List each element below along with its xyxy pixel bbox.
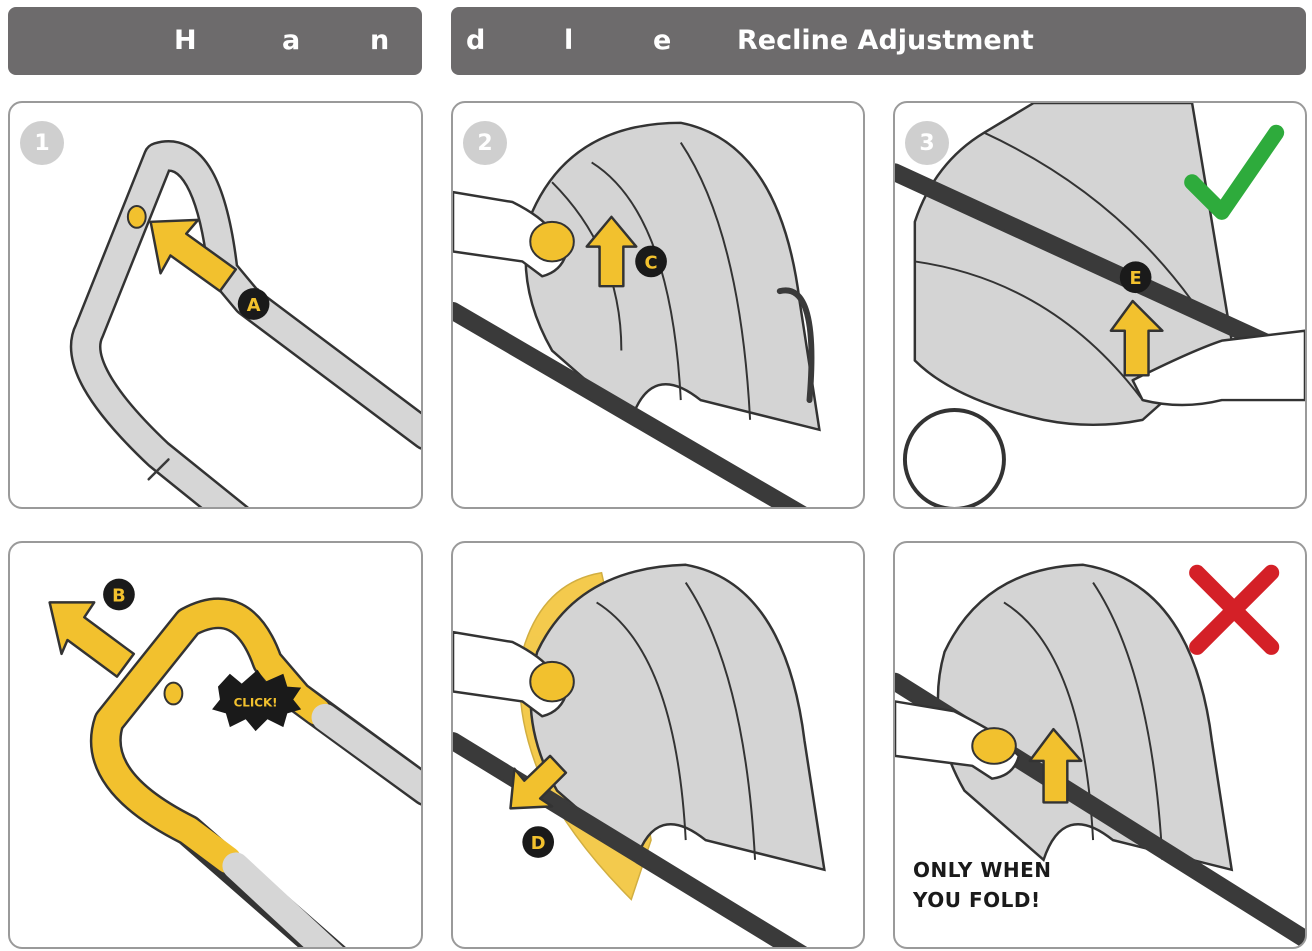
arrow-a-icon [149,218,238,293]
label-b-badge: B [103,578,135,611]
arrow-e-icon [1109,299,1164,377]
label-c-text: C [645,252,658,273]
label-d-badge: D [522,826,555,858]
header-char: H [174,25,197,56]
panel-step-2b: D [451,541,865,949]
warning-line-2: YOU FOLD! [913,888,1041,912]
release-button-icon [126,204,147,229]
canopy-illustration-2: C [453,121,821,507]
warning-line-1: ONLY WHEN [913,858,1052,882]
canopy-illustration-3b [895,563,1305,947]
panel-step-1b: B CLICK! [8,541,423,949]
panel-step-3: 3 E [893,101,1307,509]
step-number-3: 3 [905,121,949,165]
panel-step-2: 2 C [451,101,865,509]
header-char: a [282,25,301,56]
label-e-text: E [1130,268,1142,289]
arrow-c-icon [585,215,638,288]
fold-warning-text: ONLY WHEN YOU FOLD! [913,855,1052,915]
header-char: l [564,25,574,56]
label-d-text: D [531,833,546,854]
header-bar-right: d l e Recline Adjustment [451,7,1306,75]
label-a-text: A [247,295,261,316]
panel-step-3b: ONLY WHEN YOU FOLD! [893,541,1307,949]
header-bar-left: H a n [8,7,422,75]
header-title: Recline Adjustment [737,25,1034,56]
header-char: e [653,25,672,56]
check-mark-icon [1184,124,1285,220]
label-e-badge: E [1119,261,1152,294]
label-c-badge: C [635,245,667,278]
click-text: CLICK! [234,695,278,709]
step-number-2: 2 [463,121,507,165]
canopy-illustration-3: E [895,103,1305,507]
label-b-text: B [112,585,126,606]
arrow-d-icon [509,754,568,810]
click-burst-icon: CLICK! [212,669,302,732]
cross-mark-icon [1189,564,1280,655]
label-a-badge: A [237,288,270,320]
handlebar-yellow-illustration: B CLICK! [48,578,421,947]
panel-step-1: 1 A [8,101,423,509]
canopy-illustration-2b: D [453,563,826,947]
arrow-b-icon [48,601,136,678]
header-char: n [370,25,390,56]
handlebar-illustration: A [69,140,421,507]
header-char: d [466,25,486,56]
step-number-1: 1 [20,121,64,165]
